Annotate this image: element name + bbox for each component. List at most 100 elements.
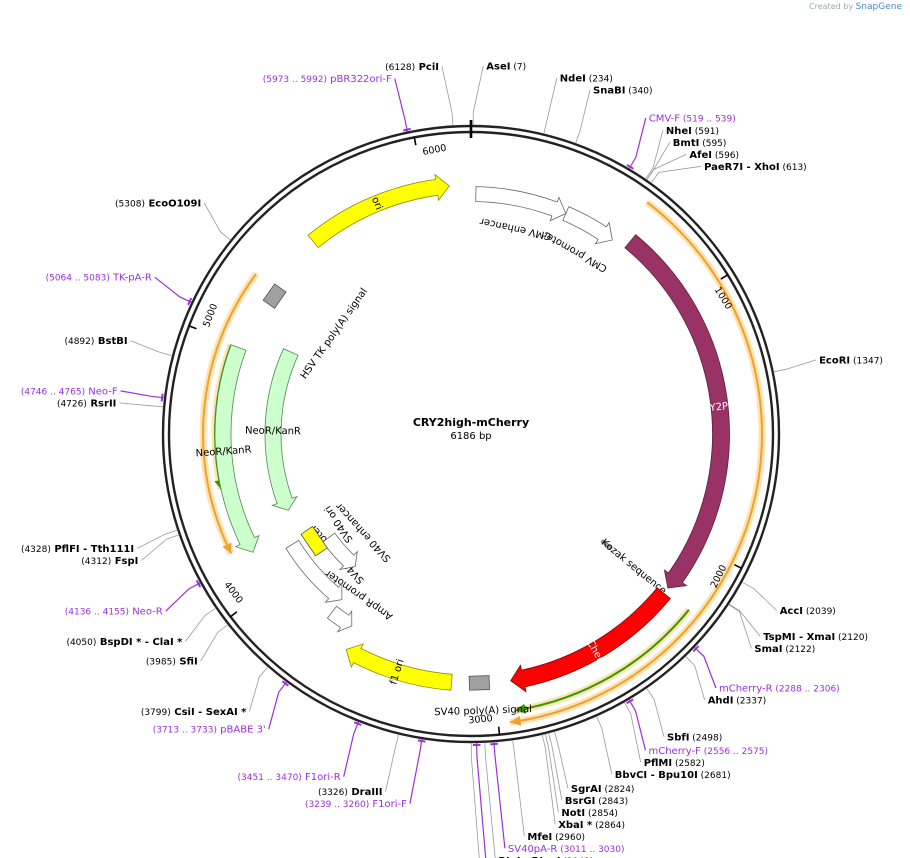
site-name: SfiI — [176, 657, 198, 668]
enzyme-site-pflmi[interactable]: PflMI (2582) — [623, 702, 705, 769]
site-pos: (4746 .. 4765) — [21, 387, 85, 397]
enzyme-site-asei[interactable]: AseI (7) — [472, 62, 526, 126]
site-label: (5064 .. 5083) TK-pA-R — [46, 273, 152, 284]
site-label: (6128) PciI — [385, 62, 439, 73]
enzyme-site-sgrai[interactable]: SgrAI (2824) — [554, 731, 635, 795]
orf-bar[interactable] — [202, 273, 257, 554]
site-pos: (3011 .. 3030) — [557, 845, 624, 855]
enzyme-site-smai[interactable]: SmaI (2122) — [728, 604, 816, 655]
site-leader-line — [650, 165, 702, 184]
primer-site-neo-f[interactable]: (4746 .. 4765) Neo-F — [21, 386, 165, 402]
enzyme-site-afliii[interactable]: AflIII (3092) — [470, 743, 543, 858]
site-leader-line — [628, 699, 647, 751]
enzyme-site-bsrgi[interactable]: BsrGI (2843) — [548, 732, 629, 807]
enzyme-site-pcii[interactable]: (6128) PciI — [385, 62, 454, 126]
primer-site-f1ori-r[interactable]: (3451 .. 3470) F1ori-R — [238, 721, 362, 783]
primer-site-mcherry-r[interactable]: mCherry-R (2288 .. 2306) — [692, 645, 840, 695]
site-name: CMV-F — [649, 113, 680, 124]
feature-neor-kanr[interactable]: NeoR/KanR — [195, 344, 260, 553]
site-pos: (4050) — [66, 638, 96, 648]
site-pos: (4136 .. 4155) — [65, 608, 129, 618]
primer-site-sv40pa-r[interactable]: SV40pA-R (3011 .. 3030) — [490, 742, 624, 855]
feature-label: HSV TK poly(A) signal — [299, 286, 370, 381]
orf-bar[interactable] — [510, 201, 763, 724]
enzyme-site-csii[interactable]: (3799) CsiI - SexAI * — [141, 666, 269, 718]
orf-arrowhead — [515, 703, 527, 714]
enzyme-site-afei[interactable]: AfeI (596) — [646, 150, 739, 181]
site-name2: - ClaI * — [141, 637, 183, 648]
orf-bar[interactable] — [515, 609, 690, 712]
site-name: FspI — [111, 556, 138, 567]
feature-cry2phr[interactable]: CRY2PHR — [624, 234, 743, 589]
site-name: AfeI — [689, 150, 712, 161]
site-pos: (596) — [712, 151, 739, 161]
feature-neor-kanr[interactable]: NeoR/KanR — [245, 348, 301, 511]
site-leader-line — [119, 402, 164, 408]
primer-site-tk-pa-r[interactable]: (5064 .. 5083) TK-pA-R — [46, 273, 193, 306]
enzyme-site-bstbi[interactable]: (4892) BstBI — [64, 336, 173, 356]
site-name: AhdI — [708, 696, 734, 707]
enzyme-site-ecoo109i[interactable]: (5308) EcoO109I — [115, 198, 231, 241]
enzyme-site-btsi[interactable]: BtsI - BtsαI (3049) — [484, 742, 594, 858]
enzyme-site-bspdi[interactable]: (4050) BspDI * - ClaI * — [66, 607, 217, 648]
site-label: TspMI - XmaI (2120) — [763, 632, 868, 643]
site-name: BsrGI — [565, 796, 595, 807]
enzyme-site-nhei[interactable]: NheI (591) — [645, 126, 719, 180]
orf-arrowhead — [222, 542, 232, 554]
site-pos: (2681) — [698, 771, 731, 781]
site-pos: (5308) — [115, 199, 145, 209]
primer-site-pbabe-3[interactable]: (3713 .. 3733) pBABE 3' — [153, 680, 289, 736]
site-name: pBR322ori-F — [327, 74, 392, 85]
enzyme-site-draiii[interactable]: (3326) DraIII — [318, 734, 399, 798]
primer-site-mcherry-f[interactable]: mCherry-F (2556 .. 2575) — [626, 698, 769, 757]
enzyme-site-sbfi[interactable]: SbfI (2498) — [646, 688, 723, 743]
site-label: (4328) PflFI - Tth111I — [21, 544, 134, 555]
primer-site-cmv-f[interactable]: CMV-F (519 .. 539) — [626, 113, 736, 170]
site-label: SgrAI (2824) — [571, 784, 635, 795]
enzyme-site-acci[interactable]: AccI (2039) — [741, 581, 836, 617]
site-label: AseI (7) — [486, 62, 526, 73]
enzyme-site-ahdi[interactable]: AhdI (2337) — [685, 656, 767, 707]
site-name: EcoO109I — [145, 198, 201, 209]
primer-site-neo-r[interactable]: (4136 .. 4155) Neo-R — [65, 579, 202, 618]
enzyme-site-ndei[interactable]: NdeI (234) — [543, 74, 613, 134]
enzyme-site-paer7i[interactable]: PaeR7I - XhoI (613) — [650, 162, 807, 184]
feature-ori[interactable]: ori — [307, 173, 450, 249]
enzyme-site-mfei[interactable]: MfeI (2960) — [512, 740, 585, 843]
enzyme-site-ecori[interactable]: EcoRI (1347) — [773, 355, 883, 373]
tick-mark — [497, 726, 501, 735]
site-pos: (2824) — [602, 785, 635, 795]
feature-mcherry[interactable]: mCherry — [510, 587, 671, 693]
site-name: NotI — [561, 808, 585, 819]
primer-site-ebv-rev[interactable]: EBV-rev (3065 .. 3084) — [472, 742, 596, 858]
enzyme-site-rsrii[interactable]: (4726) RsrII — [57, 398, 164, 409]
primer-mark — [187, 297, 193, 306]
site-label: BsrGI (2843) — [565, 796, 628, 807]
primer-site-f1ori-f[interactable]: (3239 .. 3260) F1ori-F — [305, 739, 426, 810]
enzyme-site-pflfi[interactable]: (4328) PflFI - Tth111I — [21, 529, 178, 555]
site-leader-line — [694, 646, 717, 689]
site-leader-line — [185, 607, 217, 642]
enzyme-site-fspi[interactable]: (4312) FspI — [81, 534, 180, 567]
site-label: (3326) DraIII — [318, 787, 383, 798]
primer-mark — [403, 127, 411, 132]
site-label: PflMI (2582) — [644, 758, 705, 769]
site-pos: (519 .. 539) — [680, 114, 736, 124]
site-label: mCherry-F (2556 .. 2575) — [649, 746, 769, 757]
enzyme-site-bbvci[interactable]: BbvCI - Bpu10I (2681) — [596, 716, 731, 781]
primer-site-pbr322ori-f[interactable]: (5973 .. 5992) pBR322ori-F — [263, 74, 411, 132]
enzyme-site-snabi[interactable]: SnaBI (340) — [575, 86, 653, 144]
site-leader-line — [741, 581, 777, 611]
site-name: AccI — [780, 606, 803, 617]
enzyme-site-tspmi[interactable]: TspMI - XmaI (2120) — [728, 603, 868, 643]
enzyme-site-sfii[interactable]: (3985) SfiI — [146, 624, 229, 668]
enzyme-site-xbai[interactable]: XbaI * (2864) — [541, 734, 625, 831]
feature-sv40-poly-a-signal[interactable]: SV40 poly(A) signal — [434, 675, 532, 719]
feature-f1-ori[interactable]: f1 ori — [345, 643, 453, 691]
site-label: (5308) EcoO109I — [115, 198, 201, 209]
tick-label: 6000 — [422, 143, 448, 158]
site-label: SbfI (2498) — [667, 732, 722, 743]
enzyme-site-noti[interactable]: NotI (2854) — [544, 733, 618, 819]
site-name: Neo-F — [85, 386, 118, 397]
site-leader-line — [154, 276, 192, 303]
